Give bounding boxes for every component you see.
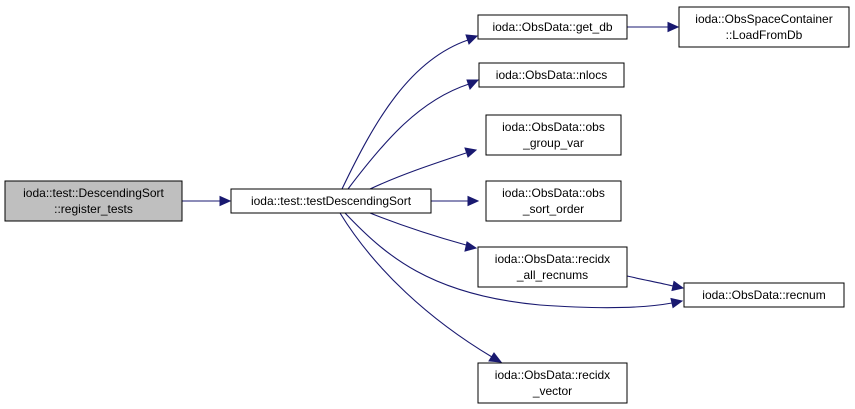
node-obs-group-var-box [485,114,622,156]
edges-layer [182,21,685,363]
node-load-from-db-box [678,6,850,48]
node-register-tests[interactable]: ioda::test::DescendingSort ::register_te… [4,180,183,222]
node-register-tests-box [4,180,183,222]
node-recidx-vector-box [477,362,628,404]
node-recidx-all-recnums-box [477,246,628,288]
node-nlocs[interactable]: ioda::ObsData::nlocs [478,62,625,88]
edge-test-descending-sort-to-obs-group-var [369,147,478,190]
edge-test-descending-sort-to-recidx-vector [339,212,503,363]
node-obs-sort-order-label-line2: _sort_order [522,202,584,216]
node-recidx-all-recnums[interactable]: ioda::ObsData::recidx _all_recnums [477,246,628,288]
node-load-from-db-label-line2: ::LoadFromDb [726,28,803,42]
edge-register-tests-to-test-descending-sort [182,195,232,207]
node-obs-group-var[interactable]: ioda::ObsData::obs _group_var [485,114,622,156]
edge-test-descending-sort-to-get-db [341,34,479,190]
edge-recidx-all-recnums-to-recnum [626,275,685,292]
node-test-descending-sort-box [230,188,432,214]
node-recidx-vector[interactable]: ioda::ObsData::recidx _vector [477,362,628,404]
node-get-db-box [477,14,628,40]
node-nlocs-box [478,62,625,88]
node-obs-sort-order[interactable]: ioda::ObsData::obs _sort_order [485,180,622,222]
node-register-tests-label-line1: ioda::test::DescendingSort [23,186,164,200]
edge-test-descending-sort-to-recidx-all-recnums [369,212,478,252]
node-obs-sort-order-label-line1: ioda::ObsData::obs [502,186,605,200]
node-obs-sort-order-box [485,180,622,222]
node-nlocs-label: ioda::ObsData::nlocs [496,68,607,82]
node-recidx-all-recnums-label-line2: _all_recnums [516,268,588,282]
node-recidx-vector-label-line1: ioda::ObsData::recidx [495,368,610,382]
node-obs-group-var-label-line1: ioda::ObsData::obs [502,120,605,134]
node-recnum-label: ioda::ObsData::recnum [702,288,825,302]
edge-get-db-to-load-from-db [627,21,680,33]
node-test-descending-sort[interactable]: ioda::test::testDescendingSort [230,188,432,214]
node-load-from-db[interactable]: ioda::ObsSpaceContainer ::LoadFromDb [678,6,850,48]
node-recnum[interactable]: ioda::ObsData::recnum [683,282,845,308]
node-recidx-all-recnums-label-line1: ioda::ObsData::recidx [495,252,610,266]
node-obs-group-var-label-line2: _group_var [522,136,584,150]
node-load-from-db-label-line1: ioda::ObsSpaceContainer [695,12,832,26]
node-recnum-box [683,282,845,308]
node-get-db-label: ioda::ObsData::get_db [492,20,612,34]
edge-test-descending-sort-to-recnum [344,212,684,309]
edge-test-descending-sort-to-nlocs [347,79,480,190]
node-test-descending-sort-label: ioda::test::testDescendingSort [251,194,412,208]
edge-test-descending-sort-to-obs-sort-order [431,195,480,207]
node-recidx-vector-label-line2: _vector [532,384,572,398]
node-get-db[interactable]: ioda::ObsData::get_db [477,14,628,40]
node-register-tests-label-line2: ::register_tests [54,202,133,216]
